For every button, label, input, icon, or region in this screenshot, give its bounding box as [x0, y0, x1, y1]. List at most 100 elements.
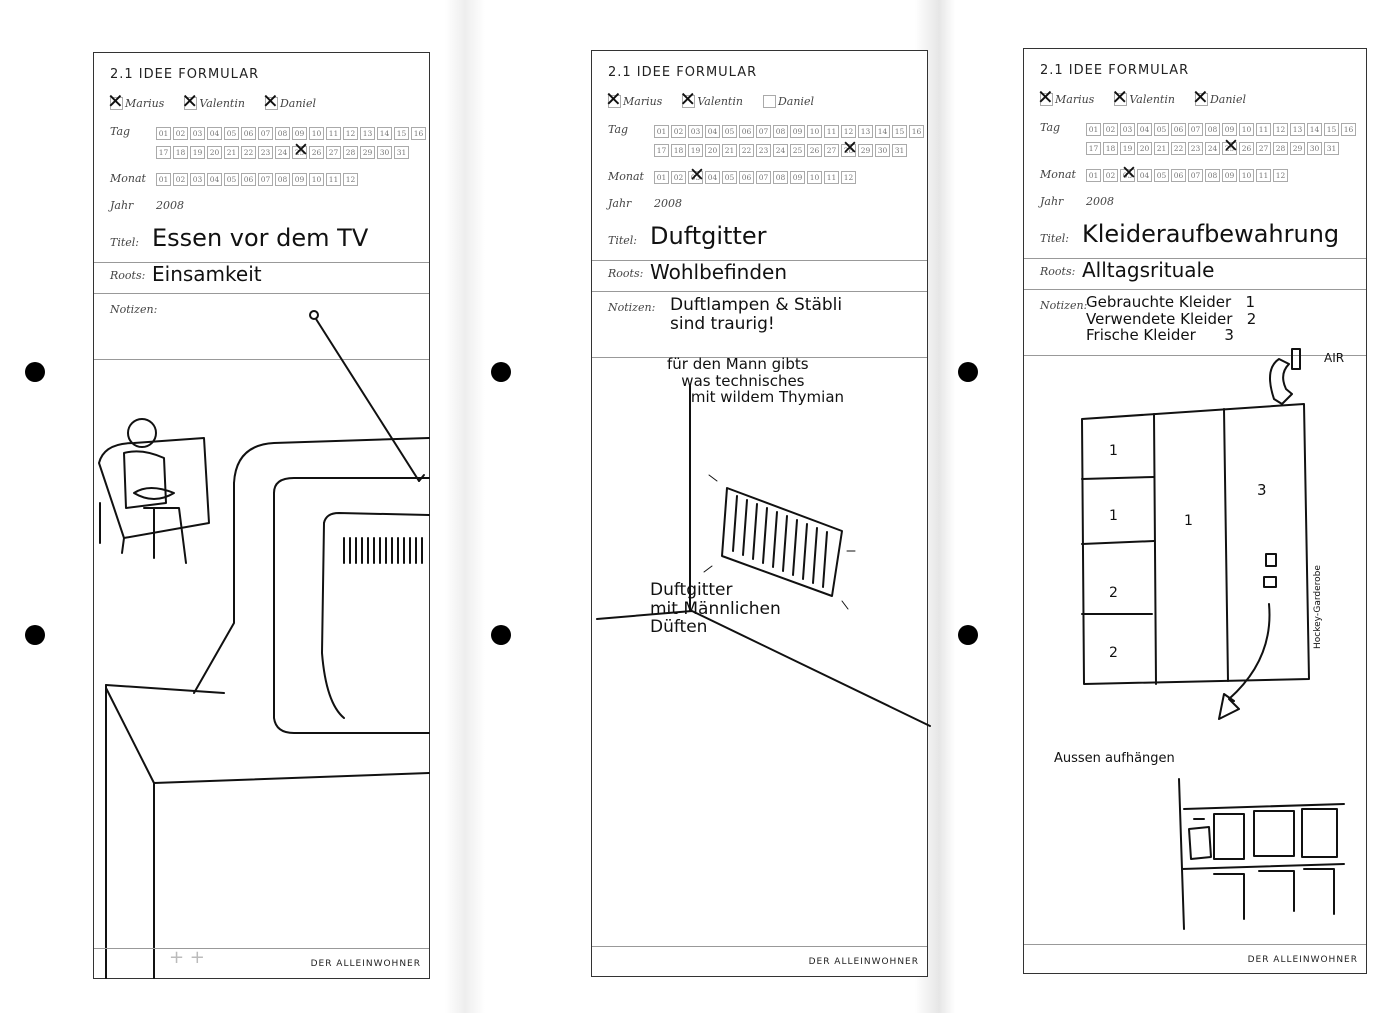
- day-box[interactable]: 10: [807, 125, 822, 138]
- day-box[interactable]: 25✕: [1222, 135, 1239, 157]
- day-box[interactable]: 29: [360, 146, 375, 159]
- day-box[interactable]: 31: [892, 144, 907, 157]
- day-box[interactable]: 13: [858, 125, 873, 138]
- day-box[interactable]: 28: [1273, 142, 1288, 155]
- day-box[interactable]: 18: [1103, 142, 1118, 155]
- month-box[interactable]: 12: [841, 171, 856, 184]
- notes-value[interactable]: Duftlampen & Stäbli sind traurig!: [670, 295, 843, 334]
- day-box[interactable]: 09: [292, 127, 307, 140]
- day-box[interactable]: 16: [1341, 123, 1356, 136]
- month-box[interactable]: 08: [275, 173, 290, 186]
- day-box[interactable]: 03: [1120, 123, 1135, 136]
- day-box[interactable]: 02: [173, 127, 188, 140]
- day-box[interactable]: 23: [756, 144, 771, 157]
- day-box[interactable]: 06: [739, 125, 754, 138]
- month-box[interactable]: 03: [190, 173, 205, 186]
- participant-marius[interactable]: ✕Marius: [107, 91, 164, 111]
- day-box[interactable]: 26: [309, 146, 324, 159]
- day-box[interactable]: 31: [1324, 142, 1339, 155]
- month-box[interactable]: 09: [1222, 169, 1237, 182]
- day-box[interactable]: 22: [1171, 142, 1186, 155]
- month-box[interactable]: 07: [258, 173, 273, 186]
- day-box[interactable]: 20: [207, 146, 222, 159]
- day-box[interactable]: 28: [343, 146, 358, 159]
- checkbox[interactable]: ✕: [262, 91, 279, 111]
- day-box[interactable]: 16: [411, 127, 426, 140]
- day-box[interactable]: 05: [224, 127, 239, 140]
- checkbox[interactable]: ✕: [605, 89, 622, 109]
- checkbox[interactable]: ✕: [679, 89, 696, 109]
- month-box[interactable]: 05: [224, 173, 239, 186]
- month-box[interactable]: 04: [207, 173, 222, 186]
- day-box[interactable]: 16: [909, 125, 924, 138]
- day-box[interactable]: 24: [1205, 142, 1220, 155]
- day-box[interactable]: 18: [671, 144, 686, 157]
- day-box[interactable]: 08: [773, 125, 788, 138]
- day-box[interactable]: 08: [275, 127, 290, 140]
- day-box[interactable]: 12: [343, 127, 358, 140]
- day-box[interactable]: 12: [1273, 123, 1288, 136]
- day-box[interactable]: 04: [1137, 123, 1152, 136]
- month-box[interactable]: 09: [292, 173, 307, 186]
- day-box[interactable]: 01: [1086, 123, 1101, 136]
- day-box[interactable]: 12: [841, 125, 856, 138]
- month-box[interactable]: 01: [654, 171, 669, 184]
- day-box[interactable]: 14: [875, 125, 890, 138]
- day-box[interactable]: 03: [190, 127, 205, 140]
- month-box[interactable]: 11: [326, 173, 341, 186]
- month-box[interactable]: 02: [1103, 169, 1118, 182]
- day-box[interactable]: 08: [1205, 123, 1220, 136]
- checkbox[interactable]: ✕: [1111, 87, 1128, 107]
- title-value[interactable]: Duftgitter: [650, 222, 767, 250]
- day-box[interactable]: 17: [156, 146, 171, 159]
- month-box[interactable]: 06: [739, 171, 754, 184]
- day-box[interactable]: 20: [1137, 142, 1152, 155]
- day-box[interactable]: 17: [1086, 142, 1101, 155]
- month-box[interactable]: 12: [1273, 169, 1288, 182]
- month-box[interactable]: 10: [309, 173, 324, 186]
- roots-value[interactable]: Alltagsrituale: [1082, 258, 1215, 282]
- day-box[interactable]: 27: [824, 144, 839, 157]
- day-box[interactable]: 15: [1324, 123, 1339, 136]
- day-box[interactable]: 23: [258, 146, 273, 159]
- day-box[interactable]: 10: [309, 127, 324, 140]
- notes-value[interactable]: Gebrauchte Kleider 1 Verwendete Kleider …: [1086, 293, 1257, 344]
- checkbox[interactable]: [762, 95, 776, 108]
- month-box[interactable]: 06: [1171, 169, 1186, 182]
- month-box[interactable]: 07: [1188, 169, 1203, 182]
- month-box[interactable]: 07: [756, 171, 771, 184]
- day-box[interactable]: 14: [377, 127, 392, 140]
- day-box[interactable]: 11: [1256, 123, 1271, 136]
- month-box[interactable]: 11: [1256, 169, 1271, 182]
- day-box[interactable]: 03: [688, 125, 703, 138]
- day-box[interactable]: 19: [688, 144, 703, 157]
- month-box[interactable]: 09: [790, 171, 805, 184]
- participant-marius[interactable]: ✕Marius: [605, 89, 662, 109]
- day-box[interactable]: 29: [1290, 142, 1305, 155]
- title-value[interactable]: Essen vor dem TV: [152, 224, 369, 252]
- day-box[interactable]: 22: [739, 144, 754, 157]
- month-box[interactable]: 04: [705, 171, 720, 184]
- day-box[interactable]: 26: [1239, 142, 1254, 155]
- day-box[interactable]: 11: [326, 127, 341, 140]
- day-box[interactable]: 04: [705, 125, 720, 138]
- day-box[interactable]: 25✕: [292, 139, 309, 161]
- month-box[interactable]: 08: [1205, 169, 1220, 182]
- day-box[interactable]: 05: [1154, 123, 1169, 136]
- day-box[interactable]: 09: [1222, 123, 1237, 136]
- day-box[interactable]: 07: [756, 125, 771, 138]
- day-box[interactable]: 22: [241, 146, 256, 159]
- day-box[interactable]: 06: [241, 127, 256, 140]
- day-box[interactable]: 29: [858, 144, 873, 157]
- day-box[interactable]: 20: [705, 144, 720, 157]
- day-box[interactable]: 02: [1103, 123, 1118, 136]
- day-box[interactable]: 27: [1256, 142, 1271, 155]
- day-box[interactable]: 21: [1154, 142, 1169, 155]
- participant-valentin[interactable]: ✕Valentin: [679, 89, 743, 109]
- day-box[interactable]: 31: [394, 146, 409, 159]
- participant-daniel[interactable]: Daniel: [762, 95, 814, 108]
- day-box[interactable]: 01: [156, 127, 171, 140]
- month-box[interactable]: 08: [773, 171, 788, 184]
- day-box[interactable]: 28✕: [841, 137, 858, 159]
- day-box[interactable]: 04: [207, 127, 222, 140]
